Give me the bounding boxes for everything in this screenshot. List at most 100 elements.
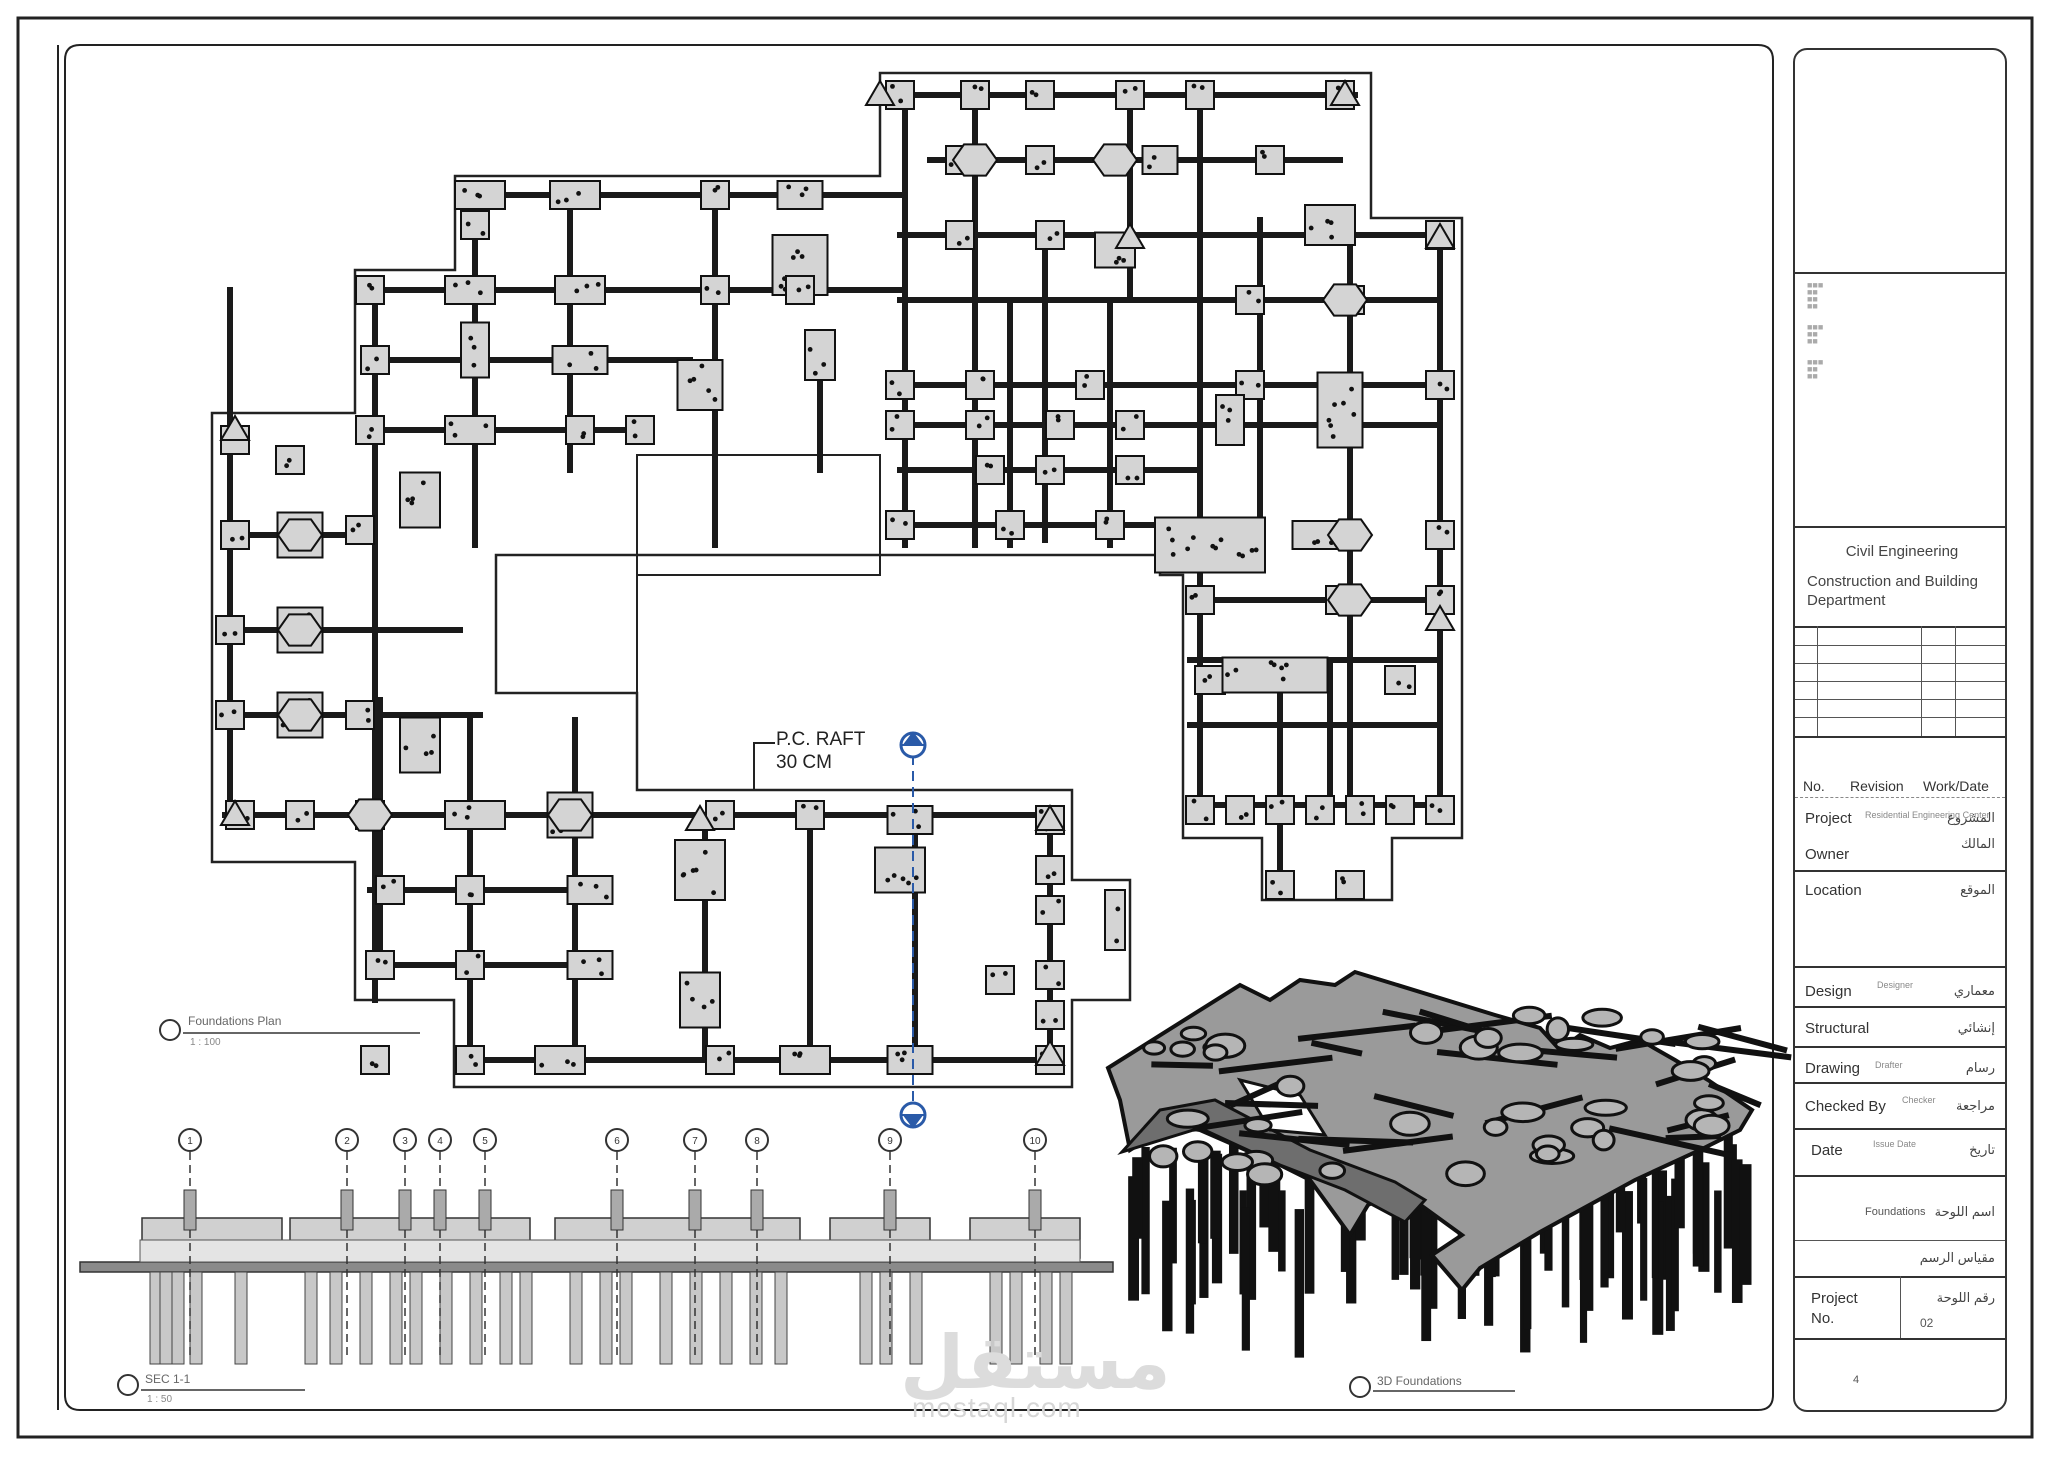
pile-dot (1133, 414, 1139, 419)
pile-dot (1279, 665, 1284, 671)
3d-pile (1723, 1130, 1733, 1249)
pile-dot (1238, 815, 1244, 820)
pile-dot (365, 707, 371, 713)
footing (1384, 665, 1416, 695)
3d-pile (1294, 1209, 1305, 1358)
pile-dot (1203, 816, 1209, 822)
3d-pile (1651, 1132, 1659, 1279)
pile-dot (1055, 414, 1061, 419)
section-axis-label: 2 (344, 1136, 350, 1147)
pile-dot (1308, 225, 1314, 231)
pile-dot (365, 717, 371, 723)
footing-pad (345, 700, 375, 730)
pile-dot (588, 350, 594, 356)
3d-view-title-text: 3D Foundations (1377, 1374, 1462, 1388)
footing-pad (566, 875, 614, 905)
pile-dot (1185, 546, 1191, 552)
pile-dot (980, 376, 986, 382)
footing (566, 875, 614, 905)
footing-pad (674, 839, 726, 901)
hex-pile-cap (951, 143, 999, 177)
3d-pile-cap (1408, 1020, 1444, 1045)
section-axis-bubble (878, 1128, 902, 1152)
pile-dot (799, 192, 805, 198)
3d-beam (1373, 1093, 1455, 1119)
pile-dot (1444, 529, 1450, 535)
pile-dot (1038, 809, 1044, 814)
footing-pad (985, 965, 1015, 995)
pile-dot (1341, 400, 1346, 406)
title-block: ■■■■■■■■■■■■■■■■■■■■■■■ Civil Engineerin… (1793, 48, 2007, 1412)
footing (215, 615, 245, 645)
footing-pad (455, 1045, 485, 1075)
date-value: Issue Date (1873, 1139, 1917, 1149)
pile-dot (1125, 475, 1131, 481)
pile-dot (431, 733, 436, 739)
footing-pad (534, 1045, 586, 1075)
pile-dot (906, 880, 911, 886)
footing (1255, 145, 1285, 175)
watermark-brand: مستقل (900, 1321, 1171, 1404)
section-column-stub (883, 1189, 897, 1231)
pile-dot (1042, 469, 1048, 475)
pile-dot (1253, 547, 1259, 553)
footing-pad (1335, 870, 1365, 900)
pile-dot (894, 414, 900, 419)
section-pile (689, 1271, 703, 1365)
section-marker-bottom (899, 1101, 927, 1129)
pile-dot (948, 162, 954, 168)
3d-pile-cap (1142, 1040, 1167, 1056)
raft-courtyard-edge (495, 454, 881, 694)
3d-pile (1210, 1150, 1221, 1239)
pile-dot (1328, 220, 1334, 226)
pile-dot (797, 1053, 802, 1058)
rev-grid-line (1795, 699, 2005, 700)
pile-dot (889, 380, 895, 386)
pile-dot (990, 972, 996, 978)
pile-dot (1056, 981, 1061, 987)
footing-pad (965, 370, 995, 400)
3d-pile (1603, 1188, 1615, 1279)
pile-dot (304, 811, 310, 816)
footing (885, 510, 915, 540)
footing-pad (1095, 510, 1125, 540)
pile-dot (1189, 594, 1195, 600)
footing-pad (700, 180, 730, 210)
section-pile (879, 1271, 893, 1365)
3d-pile (1640, 1178, 1648, 1301)
dept-line3: Department (1807, 592, 1886, 609)
pile-dot (805, 284, 811, 290)
pile-dot (373, 1063, 379, 1069)
pile-dot (720, 810, 725, 816)
pile-dot (1002, 971, 1008, 976)
owner-label-ar: المالك (1961, 836, 1995, 851)
design-label-ar: معماري (1953, 983, 1995, 998)
3d-pile-cap (1318, 1161, 1347, 1180)
pile-dot (715, 290, 721, 296)
footing (1025, 80, 1055, 110)
footing (454, 180, 506, 210)
section-pile (859, 1271, 873, 1365)
footing-pad (444, 415, 496, 445)
pile-dot (1084, 373, 1090, 379)
footing-pad (1225, 795, 1255, 825)
pile-dot (903, 521, 908, 526)
hex-pile-cap (1326, 583, 1374, 617)
footing-pad (554, 275, 606, 305)
rev-grid-col (1817, 626, 1818, 736)
pile-dot (690, 996, 695, 1002)
footing-pad (1185, 585, 1215, 615)
section-column-stub (340, 1189, 354, 1231)
footing (554, 275, 606, 305)
footing-pad (1185, 80, 1215, 110)
rev-col-no: No. (1803, 778, 1825, 794)
corner-footing (1114, 222, 1146, 249)
pile-dot (1033, 92, 1039, 98)
pile-dot (1043, 964, 1049, 970)
date-label: Date (1811, 1142, 1843, 1159)
pile-dot (704, 286, 710, 291)
pile-dot (374, 356, 379, 362)
corner-footing (1034, 804, 1066, 831)
footing (444, 275, 496, 305)
